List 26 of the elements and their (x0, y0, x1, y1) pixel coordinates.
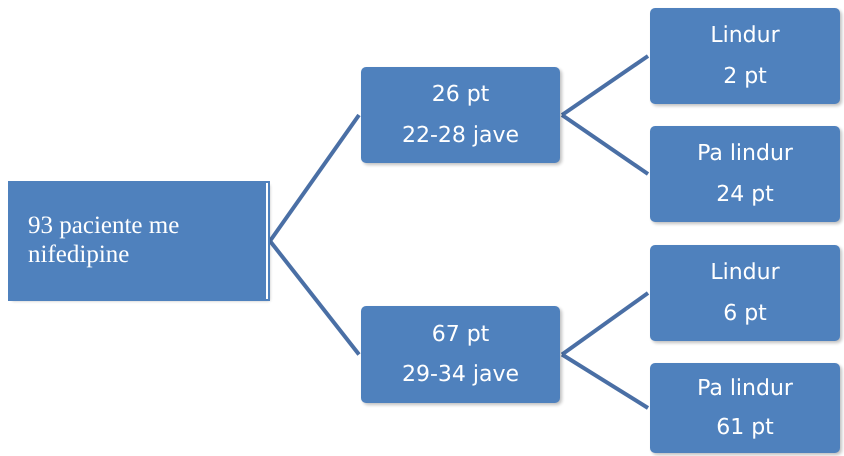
node-text: Lindur (710, 260, 780, 286)
node-text: Lindur (710, 23, 780, 48)
connector-line (268, 114, 361, 242)
connector-line (560, 352, 650, 410)
connector-line (560, 113, 650, 176)
node-text: 29-34 jave (402, 362, 520, 388)
node-text: 61 pt (716, 414, 774, 440)
node-text: 93 paciente me nifedipine (28, 212, 180, 270)
process-box (650, 126, 840, 222)
connector-line (560, 54, 650, 117)
node-text: 6 pt (723, 300, 767, 326)
process-box (10, 183, 268, 299)
node-text: 26 pt (432, 82, 490, 108)
connector-line (268, 240, 361, 356)
process-box (361, 306, 560, 403)
node-text: 2 pt (723, 64, 767, 89)
node-text: 67 pt (432, 322, 490, 347)
process-box (361, 67, 560, 163)
process-box (650, 363, 840, 453)
node-text: Pa lindur (697, 376, 793, 402)
connector-line (560, 291, 650, 356)
process-box (650, 245, 840, 341)
node-text: Pa lindur (697, 141, 793, 166)
node-text: 22-28 jave (402, 122, 520, 148)
node-text: 24 pt (716, 182, 774, 207)
process-box (650, 8, 840, 104)
